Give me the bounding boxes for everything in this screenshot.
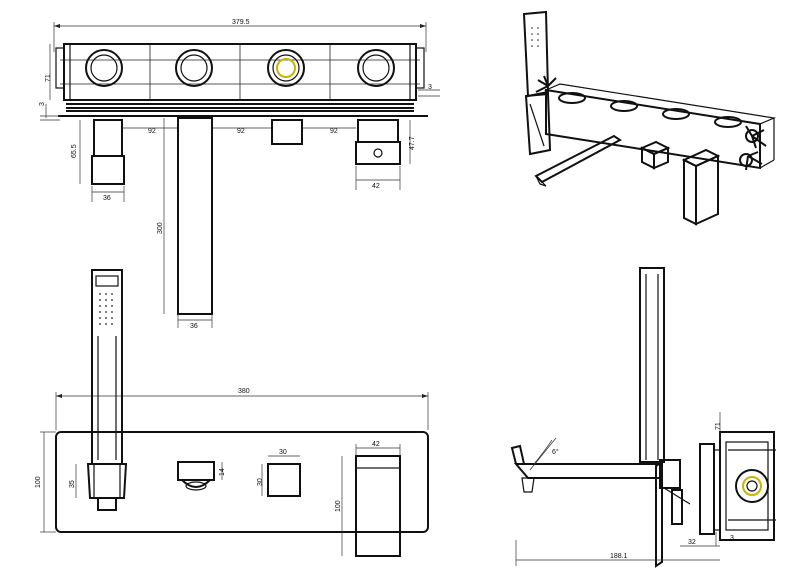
dim-spacing-c: 92 [330,128,338,135]
dim-lever-height: 100 [335,500,342,512]
handshower-nozzle-dots [531,27,539,47]
dim-top-total-width: 379.5 [232,19,250,26]
isometric-view [522,10,777,226]
dim-knob-height: 14 [219,468,226,476]
dim-side-height-71: 71 [715,422,722,430]
dim-top-height-71: 71 [45,74,52,82]
dim-shower-outlet-height: 47.7 [409,136,416,150]
dim-top-offset-3: 3 [39,102,46,106]
dim-side-depth: 188.1 [610,553,628,560]
dim-spout-width: 36 [103,195,111,202]
dim-spout-angle: 6° [552,448,559,456]
dim-holder-height: 35 [69,480,76,488]
dim-knob-square-height: 30 [257,478,264,486]
dim-side-small-3: 3 [730,535,734,542]
dim-front-total-width: 380 [238,388,250,395]
dim-side-offset: 32 [688,539,696,546]
top-view: 379.5 71 3 3 [39,19,440,330]
dim-knob-square-width: 30 [279,449,287,456]
dim-front-height: 100 [35,476,42,488]
side-view: 6° 71 3 32 188.1 [510,267,776,568]
dim-spacing-b: 92 [237,128,245,135]
front-view: 380 100 35 14 [35,269,429,557]
dim-long-spout-length: 300 [157,222,164,234]
dim-long-spout-width: 36 [190,323,198,330]
dim-top-right-3: 3 [428,84,432,91]
front-handshower-dots [99,293,113,325]
dim-spout-height: 65.5 [71,144,78,158]
dim-shower-outlet-width: 42 [372,183,380,190]
dim-lever-width: 42 [372,441,380,448]
dim-spacing-a: 92 [148,128,156,135]
